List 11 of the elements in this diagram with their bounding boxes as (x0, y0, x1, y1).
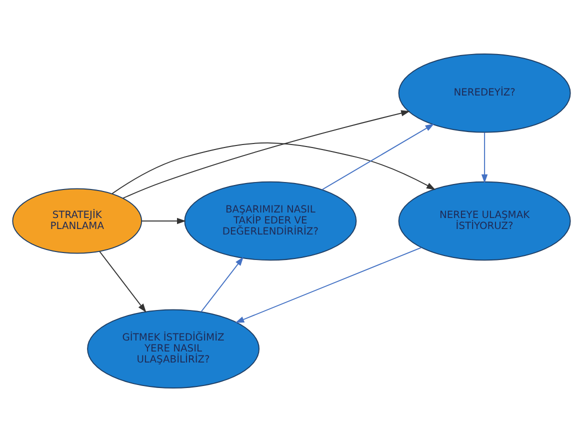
node-ellipse: GİTMEK İSTEDİĞİMİZ YERE NASIL ULAŞABİLİRİZ? (87, 309, 260, 389)
arrow (200, 256, 244, 312)
arrow (235, 247, 422, 323)
node-ellipse: BAŞARIMIZI NASIL TAKİP EDER VE DEĞERLENDİRİRİZ? (184, 181, 357, 261)
arrow (99, 251, 146, 313)
arrow (322, 124, 434, 190)
arrow (122, 110, 410, 199)
node-ellipse: STRATEJİK PLANLAMA (12, 188, 142, 254)
arrow (112, 142, 436, 194)
arrow (481, 132, 488, 184)
arrow (141, 218, 186, 224)
